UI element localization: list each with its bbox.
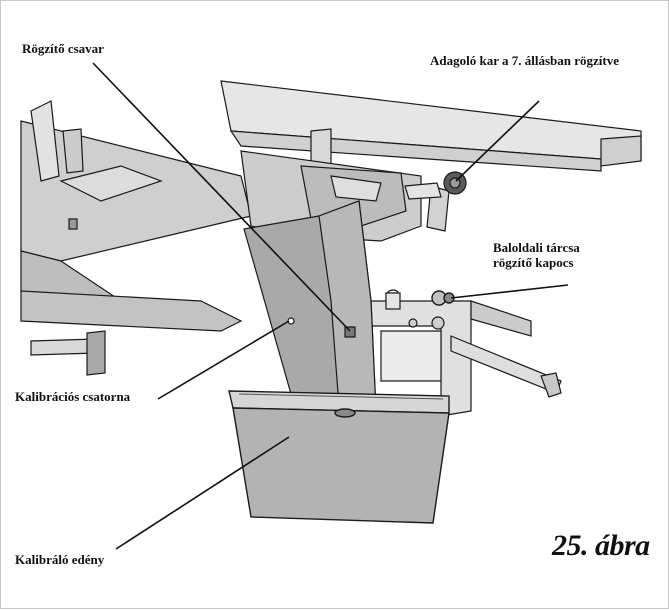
- figure-caption: 25. ábra: [552, 529, 650, 562]
- leader-fixing-screw: [92, 62, 351, 332]
- top-beam: [220, 80, 642, 172]
- machine-frame: [20, 100, 252, 376]
- right-frame: [370, 289, 562, 417]
- label-left-disc-clip-line2: rögzítő kapocs: [493, 255, 574, 270]
- leader-left-disc-clip: [450, 284, 569, 299]
- calibration-container: [228, 390, 450, 524]
- leader-lines: [92, 62, 569, 550]
- left-disc-clip: [431, 290, 455, 306]
- label-feed-lever: Adagoló kar a 7. állásban rögzítve: [430, 53, 619, 68]
- label-fixing-screw: Rögzítő csavar: [22, 41, 104, 56]
- leader-calibration-container: [115, 436, 290, 550]
- calibration-chute: [243, 200, 377, 412]
- label-calibration-chute: Kalibrációs csatorna: [15, 389, 131, 404]
- label-calibration-container: Kalibráló edény: [15, 552, 105, 567]
- hopper-body: [240, 150, 422, 242]
- label-left-disc-clip: Baloldali tárcsa rögzítő kapocs: [493, 240, 580, 270]
- leader-feed-lever: [455, 100, 540, 182]
- label-left-disc-clip-line1: Baloldali tárcsa: [493, 240, 580, 255]
- leader-calibration-chute: [157, 320, 290, 400]
